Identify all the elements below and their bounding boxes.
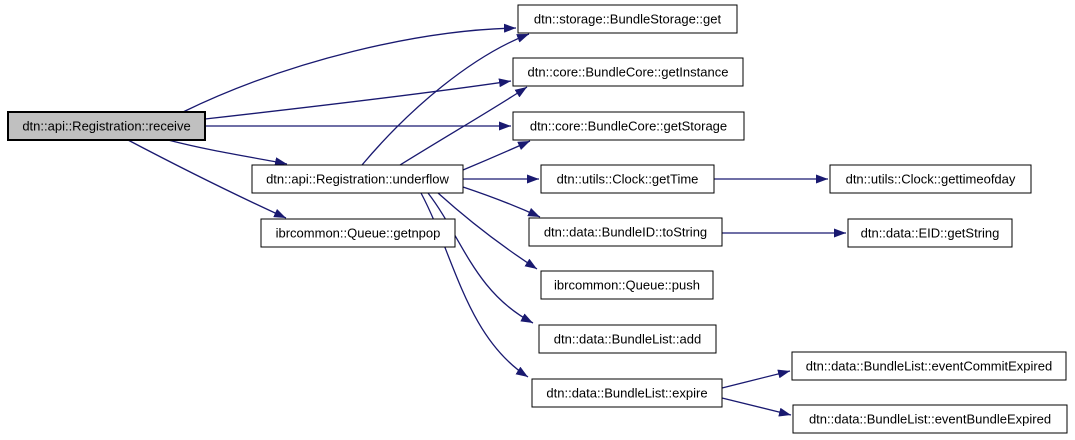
node-label: dtn::data::BundleList::expire <box>546 386 707 401</box>
node-box <box>531 378 723 408</box>
node-dtn-data-bundleid-tostring[interactable]: dtn::data::BundleID::toString <box>528 217 723 247</box>
node-box <box>847 218 1013 248</box>
node-box <box>7 111 206 141</box>
node-ibrcommon-queue-getnpop[interactable]: ibrcommon::Queue::getnpop <box>260 218 456 248</box>
node-dtn-core-bundlecore-getinstance[interactable]: dtn::core::BundleCore::getInstance <box>512 57 744 87</box>
node-label: dtn::api::Registration::underflow <box>266 172 449 187</box>
node-box <box>517 4 738 34</box>
node-box <box>540 270 714 300</box>
edge-receive-to-getinstance <box>204 78 512 120</box>
node-dtn-storage-bundlestorage-get[interactable]: dtn::storage::BundleStorage::get <box>517 4 738 34</box>
node-dtn-data-bundlelist-expire[interactable]: dtn::data::BundleList::expire <box>531 378 723 408</box>
node-box <box>512 57 744 87</box>
edge-underflow-to-add <box>427 192 534 324</box>
edge-underflow-to-push <box>437 192 538 270</box>
node-box <box>540 164 715 194</box>
node-dtn-data-bundlelist-add[interactable]: dtn::data::BundleList::add <box>538 324 717 354</box>
edge-receive-to-underflow <box>167 139 288 167</box>
node-label: dtn::core::BundleCore::getStorage <box>530 119 727 134</box>
node-label: dtn::utils::Clock::getTime <box>557 172 699 187</box>
edge-expire-to-eventcommitexpired <box>721 369 791 389</box>
node-label: dtn::api::Registration::receive <box>22 119 190 134</box>
node-label: dtn::data::BundleID::toString <box>544 225 707 240</box>
node-label: dtn::data::BundleList::eventCommitExpire… <box>806 359 1052 374</box>
node-label: dtn::data::EID::getString <box>861 226 1000 241</box>
edge-receive-to-getnpop <box>127 139 287 219</box>
node-label: dtn::data::BundleList::eventBundleExpire… <box>809 412 1051 427</box>
node-box <box>538 324 717 354</box>
edge-underflow-to-tostring <box>462 186 541 218</box>
node-dtn-data-eid-getstring[interactable]: dtn::data::EID::getString <box>847 218 1013 248</box>
edge-receive-to-get <box>182 23 517 113</box>
node-box <box>792 404 1068 434</box>
node-dtn-data-bundlelist-eventcommitexpired[interactable]: dtn::data::BundleList::eventCommitExpire… <box>791 351 1067 381</box>
node-label: dtn::data::BundleList::add <box>554 332 701 347</box>
node-dtn-utils-clock-gettime[interactable]: dtn::utils::Clock::getTime <box>540 164 715 194</box>
node-label: dtn::utils::Clock::gettimeofday <box>846 172 1016 187</box>
node-label: dtn::storage::BundleStorage::get <box>534 12 722 27</box>
edge-underflow-to-expire <box>420 192 529 378</box>
node-dtn-utils-clock-gettimeofday[interactable]: dtn::utils::Clock::gettimeofday <box>829 164 1032 194</box>
edge-underflow-to-getstorage <box>462 140 531 171</box>
node-dtn-api-registration-receive: dtn::api::Registration::receive <box>7 111 206 141</box>
edge-underflow-to-get <box>361 33 530 166</box>
node-label: ibrcommon::Queue::push <box>554 278 700 293</box>
node-box <box>260 218 456 248</box>
node-dtn-data-bundlelist-eventbundleexpired[interactable]: dtn::data::BundleList::eventBundleExpire… <box>792 404 1068 434</box>
node-box <box>528 217 723 247</box>
node-box <box>512 111 745 141</box>
node-label: dtn::core::BundleCore::getInstance <box>528 65 729 80</box>
node-dtn-api-registration-underflow[interactable]: dtn::api::Registration::underflow <box>251 164 464 194</box>
node-dtn-core-bundlecore-getstorage[interactable]: dtn::core::BundleCore::getStorage <box>512 111 745 141</box>
edge-underflow-to-getinstance <box>399 86 528 166</box>
node-label: ibrcommon::Queue::getnpop <box>276 226 441 241</box>
node-ibrcommon-queue-push[interactable]: ibrcommon::Queue::push <box>540 270 714 300</box>
node-box <box>251 164 464 194</box>
node-box <box>791 351 1067 381</box>
edge-expire-to-eventbundleexpired <box>721 397 792 417</box>
node-box <box>829 164 1032 194</box>
